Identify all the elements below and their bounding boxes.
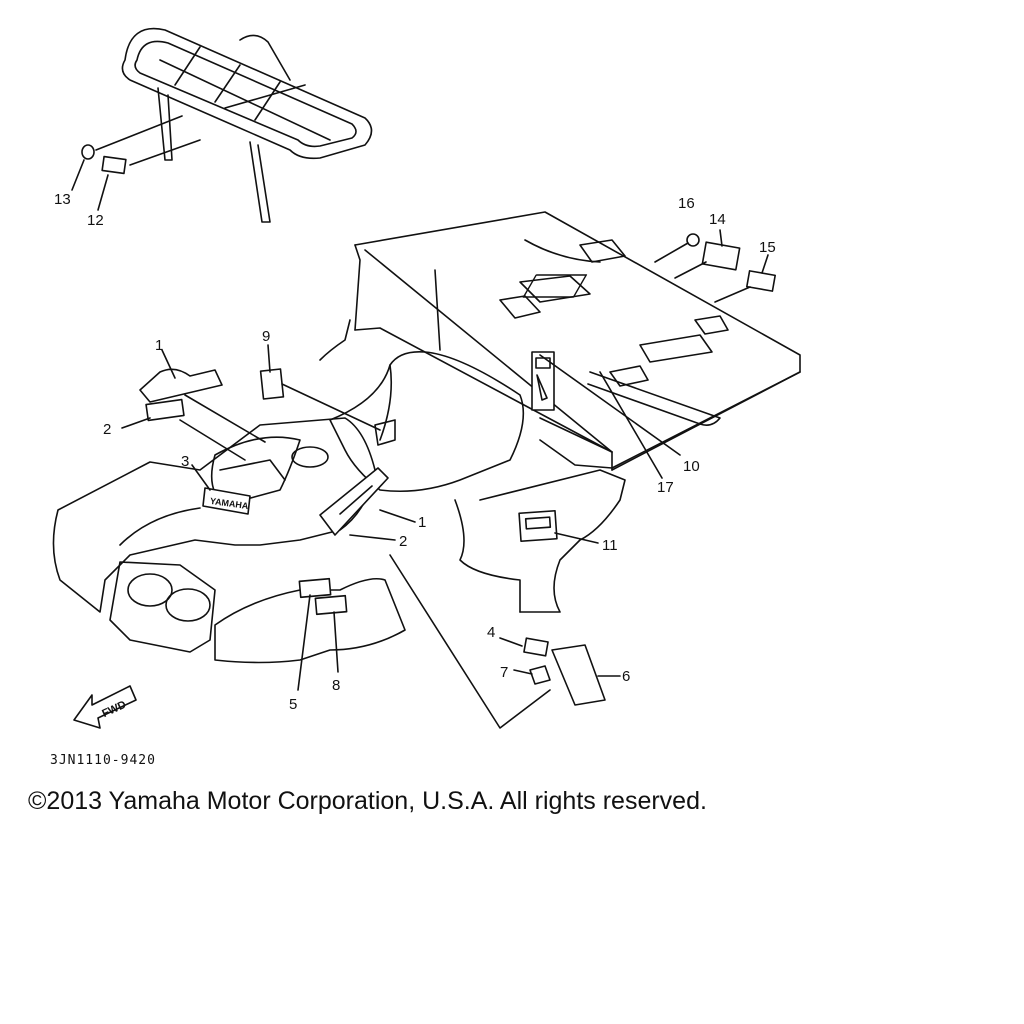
callout-10: 10 — [683, 458, 700, 475]
callout-4: 4 — [487, 624, 495, 641]
part-11-label — [518, 509, 558, 543]
part-13-plug — [81, 144, 95, 160]
callout-15: 15 — [759, 239, 776, 256]
part-10-warning-label — [531, 351, 555, 411]
fwd-arrow: FWD — [73, 685, 137, 729]
part-3-emblem — [202, 487, 251, 515]
callout-8: 8 — [332, 677, 340, 694]
part-5-label — [298, 577, 332, 599]
figure-code: 3JN1110-9420 — [50, 753, 156, 768]
part-15-label — [746, 270, 776, 292]
part-16-plug — [686, 233, 700, 247]
copyright-notice: ©2013 Yamaha Motor Corporation, U.S.A. A… — [28, 787, 707, 815]
callout-5: 5 — [289, 696, 297, 713]
rear-fender — [319, 211, 801, 613]
callout-12: 12 — [87, 212, 104, 229]
seat — [329, 350, 525, 492]
callout-16: 16 — [678, 195, 695, 212]
callout-11: 11 — [602, 537, 618, 554]
callout-2-side: 2 — [399, 533, 407, 550]
rear-carrier-rack — [95, 27, 373, 223]
callout-6: 6 — [622, 668, 630, 685]
callout-17: 17 — [657, 479, 674, 496]
front-fender-body: YAMAHA — [52, 417, 406, 664]
part-8-label — [314, 594, 348, 616]
part-6-label — [551, 644, 606, 706]
callout-1-side: 1 — [418, 514, 426, 531]
leader-lines — [121, 229, 769, 691]
part-12-label — [101, 155, 127, 175]
part-7-label — [529, 665, 551, 685]
part-9-label — [259, 368, 285, 400]
callout-7: 7 — [500, 664, 508, 681]
part-14-label — [701, 241, 741, 271]
callout-numbers: 1 2 3 1 2 4 5 6 7 8 9 10 11 12 13 14 15 … — [54, 191, 776, 713]
callout-1-top: 1 — [155, 337, 163, 354]
part-2-plate — [145, 398, 185, 422]
callout-9: 9 — [262, 328, 270, 345]
callout-13: 13 — [54, 191, 71, 208]
callout-2-top: 2 — [103, 421, 111, 438]
callout-14: 14 — [709, 211, 726, 228]
part-1-top-decal — [139, 368, 223, 403]
part-4-label — [523, 637, 549, 657]
callout-3: 3 — [181, 453, 189, 470]
